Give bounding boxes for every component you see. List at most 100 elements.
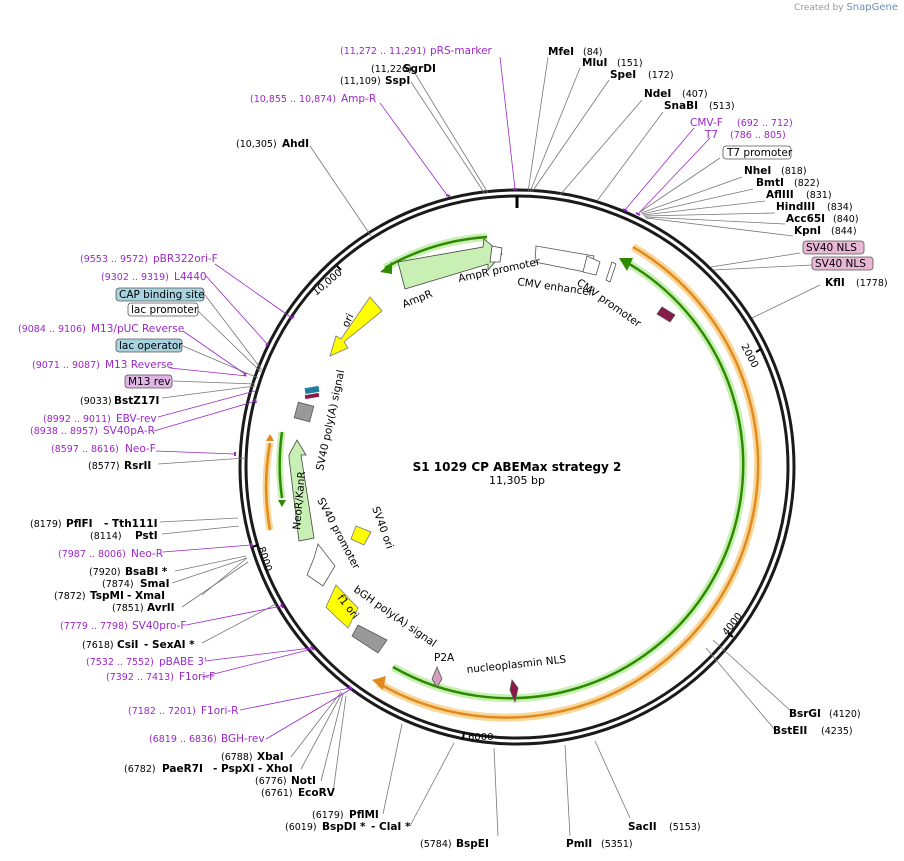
primer-sv40pa-r: SV40pA-R (103, 425, 155, 437)
enzyme-mlui: MluI (582, 57, 607, 69)
svg-text:(10,305): (10,305) (236, 139, 277, 150)
svg-text:(84): (84) (583, 47, 603, 58)
enzyme-tth111i: - Tth111I (104, 518, 158, 530)
svg-text:(8179): (8179) (30, 519, 62, 530)
enzyme-noti: NotI (291, 775, 316, 787)
label-sv40-polya-signal: SV40 poly(A) signal (314, 369, 347, 472)
svg-text:(5153): (5153) (669, 822, 701, 833)
cmv-promoter-small (605, 261, 617, 283)
m13-rev-marker (304, 392, 320, 400)
svg-text:(7532 .. 7552): (7532 .. 7552) (86, 657, 154, 668)
enzyme-snabi: SnaBI (664, 100, 698, 112)
lac-operator-marker (304, 385, 320, 395)
label-t7-promoter: T7 promoter (726, 147, 793, 159)
svg-text:(9071 .. 9087): (9071 .. 9087) (32, 360, 100, 371)
enzyme-pspxi-xhoi: - PspXI - XhoI (213, 763, 293, 775)
svg-text:(692 .. 712): (692 .. 712) (737, 118, 793, 129)
svg-text:(513): (513) (709, 101, 735, 112)
svg-text:(5351): (5351) (601, 839, 633, 850)
enzyme-pflmi: PflMI (349, 809, 379, 821)
sv40-promoter-arrow (306, 543, 336, 587)
enzyme-clai: - ClaI * (371, 821, 411, 833)
svg-text:(9084 .. 9106): (9084 .. 9106) (18, 324, 86, 335)
enzyme-acc65i: Acc65I (786, 213, 825, 225)
enzyme-bsabi: BsaBI * (125, 566, 168, 578)
enzyme-kpni: KpnI (794, 225, 821, 237)
svg-text:(9553 .. 9572): (9553 .. 9572) (80, 254, 148, 265)
svg-text:(11,272 .. 11,291): (11,272 .. 11,291) (340, 46, 426, 57)
svg-text:(9033): (9033) (80, 396, 112, 407)
ori-arrow (329, 296, 383, 357)
svg-text:(844): (844) (831, 226, 857, 237)
enzyme-bspdi: BspDI * (322, 821, 366, 833)
svg-text:(151): (151) (617, 58, 643, 69)
primer-labels: (11,272 .. 11,291) pRS-marker (10,855 ..… (18, 45, 793, 745)
enzyme-bsteii: BstEII (773, 725, 807, 737)
svg-text:(8577): (8577) (88, 461, 120, 472)
enzyme-paer7i: PaeR7I (162, 763, 203, 775)
enzyme-tspmi: TspMI (90, 590, 124, 602)
svg-text:(4235): (4235) (821, 726, 853, 737)
enzyme-afliii: AflIII (766, 189, 794, 201)
primer-f1ori-r: F1ori-R (201, 705, 238, 717)
enzyme-bsrgi: BsrGI (789, 708, 821, 720)
orange-feature-arc (377, 245, 760, 719)
enzyme-pmli: PmlI (566, 838, 592, 850)
enzyme-labels-right: MfeI (84) MluI (151) SpeI (172) NdeI (40… (420, 46, 888, 850)
enzyme-pflfi: PflFI (66, 518, 93, 530)
primer-sv40pro-f: SV40pro-F (132, 620, 186, 632)
svg-text:(11,109): (11,109) (340, 76, 381, 87)
primer-leader-lines (153, 56, 711, 740)
primer-amp-r: Amp-R (341, 93, 376, 105)
snapgene-logo: SnapGene (846, 2, 898, 13)
label-ampr: AmpR (401, 288, 435, 311)
svg-text:(172): (172) (648, 70, 674, 81)
svg-text:(6776): (6776) (255, 776, 287, 787)
label-ori: ori (340, 312, 357, 329)
enzyme-spei: SpeI (610, 69, 636, 81)
svg-text:(8938 .. 8957): (8938 .. 8957) (30, 426, 98, 437)
enzyme-kfli: KflI (825, 277, 845, 289)
svg-text:(831): (831) (806, 190, 832, 201)
svg-text:(7779 .. 7798): (7779 .. 7798) (60, 621, 128, 632)
enzyme-smai: SmaI (140, 578, 170, 590)
enzyme-sexai: - SexAI * (144, 639, 195, 651)
ampr-feature-arrow (397, 238, 503, 290)
enzyme-rsrii: RsrII (124, 460, 151, 472)
svg-text:(1778): (1778) (856, 278, 888, 289)
primer-pbabe-3: pBABE 3' (159, 656, 207, 668)
svg-text:(11,226): (11,226) (371, 64, 412, 75)
nucleoplasmin-nls-marker (509, 679, 519, 704)
orange-feature-arrowhead (372, 676, 386, 690)
p2a-marker (431, 665, 443, 688)
svg-text:(5784): (5784) (420, 839, 452, 850)
cmv-promoter-arrowhead (582, 255, 601, 276)
enzyme-xmai: - XmaI (127, 590, 165, 602)
primer-pbr322ori-f: pBR322ori-F (153, 253, 218, 265)
ampr-promoter-arrow (489, 245, 503, 263)
f1-ori-arrow (325, 584, 359, 629)
enzyme-csii: CsiI (117, 639, 138, 651)
green-feature-arc (392, 260, 745, 700)
sv40-polya-box (293, 401, 315, 423)
enzyme-xbai: XbaI (257, 751, 284, 763)
bgh-polya-box (351, 624, 388, 654)
label-p2a: P2A (434, 652, 455, 664)
primer-neo-r: Neo-R (131, 548, 163, 560)
enzyme-nhei: NheI (744, 165, 771, 177)
enzyme-bspei: BspEI (456, 838, 489, 850)
primer-prs-marker: pRS-marker (430, 45, 493, 57)
primer-bgh-rev: BGH-rev (221, 733, 265, 745)
ampr-arrowhead (380, 262, 392, 274)
svg-text:(7987 .. 8006): (7987 .. 8006) (58, 549, 126, 560)
tick-marks (251, 265, 762, 740)
svg-text:(9302 .. 9319): (9302 .. 9319) (101, 272, 169, 283)
snapgene-credit: Created by SnapGene (794, 2, 898, 13)
orange-feature-band (375, 243, 763, 722)
svg-text:(7618): (7618) (82, 640, 114, 651)
enzyme-bmti: BmtI (756, 177, 784, 189)
label-sv40-nls-2: SV40 NLS (815, 258, 866, 270)
tick-label-4000: 4000 (721, 611, 745, 638)
neor-kanr-arrow (288, 439, 315, 542)
